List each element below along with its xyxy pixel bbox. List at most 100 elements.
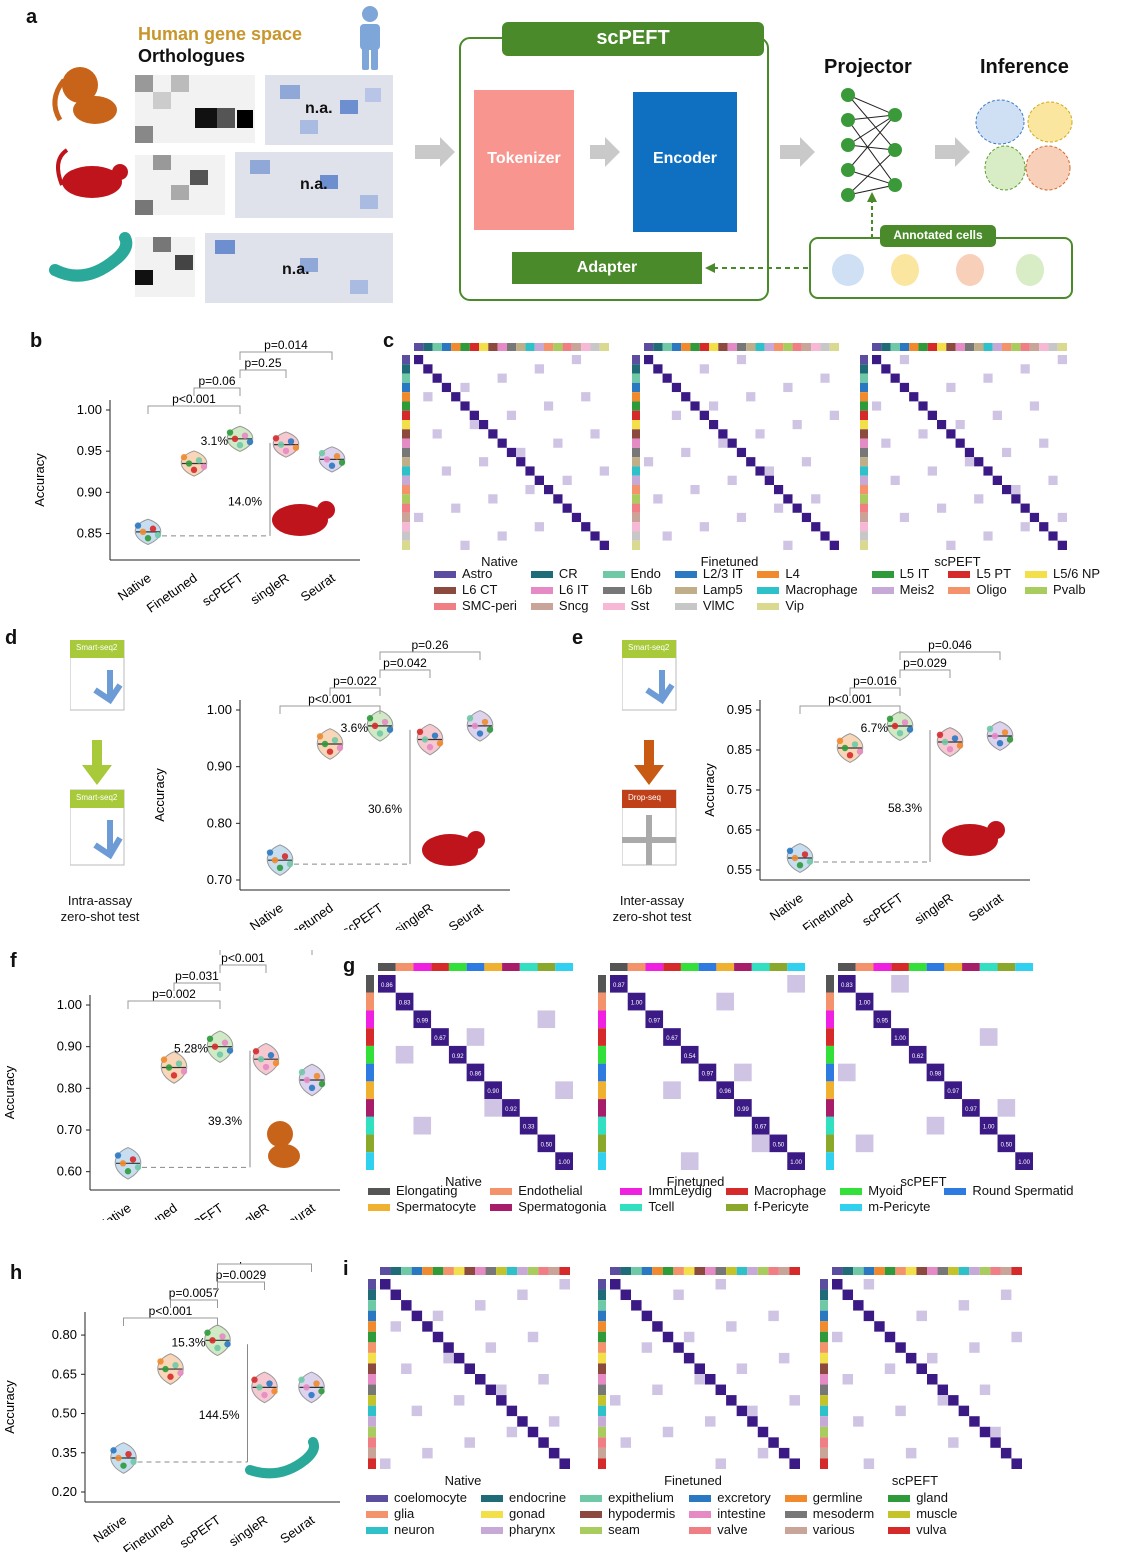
matrix-cell [548, 1447, 560, 1459]
matrix-cell [451, 355, 461, 365]
matrix-cell [571, 494, 582, 504]
matrix-cell [838, 1152, 856, 1170]
row-color-bar [368, 1352, 376, 1364]
matrix-cell [747, 1279, 758, 1290]
matrix-cell [705, 1437, 716, 1448]
matrix-cell [469, 475, 479, 485]
matrix-cell [475, 1310, 486, 1322]
sample-point [298, 1376, 305, 1383]
matrix-cell [969, 1447, 980, 1459]
matrix-cell [441, 503, 452, 513]
legend-label: Sncg [558, 598, 589, 613]
matrix-cell [774, 447, 784, 458]
matrix-cell [652, 1300, 663, 1311]
sample-point [331, 736, 339, 744]
diagonal-value: 0.99 [416, 1018, 428, 1024]
matrix-cell [538, 1331, 549, 1343]
matrix-cell [620, 1395, 632, 1406]
matrix-cell [506, 1289, 518, 1301]
matrix-cell [469, 429, 479, 439]
matrix-cell [884, 1279, 896, 1290]
legend-label: germline [812, 1490, 863, 1505]
matrix-cell [506, 438, 517, 448]
matrix-cell [422, 1405, 433, 1417]
matrix-cell [519, 1134, 538, 1153]
matrix-cell [944, 1045, 963, 1064]
matrix-cell [662, 420, 672, 430]
matrix-cell [962, 1081, 980, 1100]
matrix-cell [820, 494, 830, 504]
matrix-cell [1002, 494, 1012, 504]
matrix-cell [881, 382, 891, 393]
matrix-cell [783, 494, 793, 504]
matrix-cell [516, 512, 526, 523]
matrix-cell [488, 503, 498, 513]
matrix-cell [488, 410, 498, 420]
matrix-cell [699, 410, 709, 420]
matrix-cell [1011, 522, 1021, 532]
matrix-cell [680, 1010, 699, 1029]
matrix-cell [411, 1310, 423, 1322]
matrix-cell [663, 1099, 681, 1117]
matrix-cell [964, 382, 975, 393]
matrix-cell [709, 522, 719, 532]
worm-icon [245, 1437, 319, 1479]
matrix-cell [506, 373, 517, 383]
matrix-cell [475, 1300, 486, 1311]
column-color-bar [610, 1267, 621, 1275]
matrix-cell [378, 1045, 396, 1064]
matrix-cell [653, 382, 663, 393]
matrix-cell [789, 1437, 800, 1448]
matrix-cell [641, 1437, 653, 1448]
matrix-cell [757, 1437, 769, 1448]
matrix-cell [581, 355, 591, 365]
matrix-cell [644, 466, 654, 476]
matrix-cell [853, 1384, 864, 1396]
matrix-cell [705, 1310, 716, 1322]
matrix-cell [413, 1081, 432, 1100]
matrix-cell [863, 1405, 875, 1417]
matrix-cell [432, 364, 442, 374]
matrix-cell [432, 382, 442, 393]
x-tick-label: Finetuned [144, 570, 200, 615]
column-color-bar [1048, 343, 1058, 351]
p-value-label: p<0.001 [149, 1304, 193, 1318]
matrix-cell [571, 447, 582, 458]
sample-point [226, 429, 234, 436]
scpeft-title: scPEFT [596, 27, 670, 49]
row-color-bar [860, 503, 868, 513]
matrix-cell [1011, 392, 1021, 402]
matrix-cell [443, 1331, 454, 1343]
matrix-cell [853, 1437, 864, 1448]
matrix-cell [992, 401, 1002, 411]
significance-bracket [799, 705, 901, 714]
legend-swatch [674, 602, 697, 610]
matrix-cell [726, 1289, 737, 1301]
matrix-cell [983, 531, 993, 541]
column-color-bar [811, 343, 821, 351]
matrix-cell [653, 512, 663, 523]
legend-swatch [871, 570, 894, 578]
matrix-cell [974, 382, 984, 393]
sample-point [1001, 729, 1009, 736]
matrix-cell [927, 522, 937, 532]
matrix-cell [538, 1416, 549, 1427]
matrix-cell [955, 364, 965, 374]
legend-item: hypodermis [580, 1506, 675, 1522]
matrix-cell [581, 466, 591, 476]
matrix-cell [890, 382, 900, 393]
matrix-cell [927, 1310, 938, 1322]
y-tick-label: 0.85 [77, 526, 102, 541]
matrix-cell [1057, 429, 1067, 439]
matrix-cell [414, 392, 424, 402]
matrix-cell [681, 540, 691, 550]
column-color-bar [890, 343, 900, 351]
matrix-cell [451, 410, 461, 420]
legend-item: Sncg [530, 598, 589, 614]
matrix-cell [746, 503, 756, 513]
matrix-cell [673, 1395, 684, 1406]
matrix-cell [538, 1426, 549, 1438]
matrix-cell [908, 1010, 927, 1029]
column-color-bar [962, 963, 980, 971]
matrix-cell [884, 1458, 896, 1469]
